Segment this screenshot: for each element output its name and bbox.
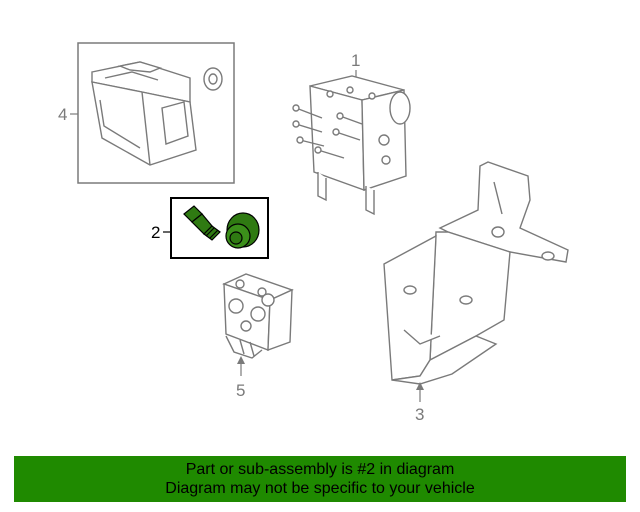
part-3-arrow — [416, 382, 424, 390]
part-2-highlight-box — [170, 197, 269, 259]
part-2-group: 2 — [151, 197, 269, 259]
part-2-grommet — [225, 212, 260, 249]
part-5-group: 5 — [222, 273, 294, 400]
callout-4: 4 — [58, 105, 67, 124]
part-4-group: 4 — [58, 42, 235, 184]
part-4-grommet — [203, 67, 223, 91]
part-5-unit — [222, 273, 294, 359]
callout-5: 5 — [236, 381, 245, 400]
banner-line-2: Diagram may not be specific to your vehi… — [165, 480, 475, 497]
part-2-bolt — [183, 205, 221, 241]
callout-3: 3 — [415, 405, 424, 424]
callout-2: 2 — [151, 223, 160, 242]
callout-1: 1 — [351, 51, 360, 70]
banner-line-1: Part or sub-assembly is #2 in diagram — [185, 461, 455, 478]
part-1-group: 1 — [292, 51, 411, 216]
part-3-bracket — [383, 161, 569, 385]
info-banner: Part or sub-assembly is #2 in diagram Di… — [14, 456, 626, 502]
part-3-group: 3 — [383, 161, 569, 424]
part-1-unit — [292, 75, 411, 216]
part-4-frame — [77, 42, 235, 184]
parts-diagram: 4 1 — [58, 42, 569, 424]
part-4-module — [91, 61, 197, 166]
part-5-arrow — [237, 356, 245, 364]
